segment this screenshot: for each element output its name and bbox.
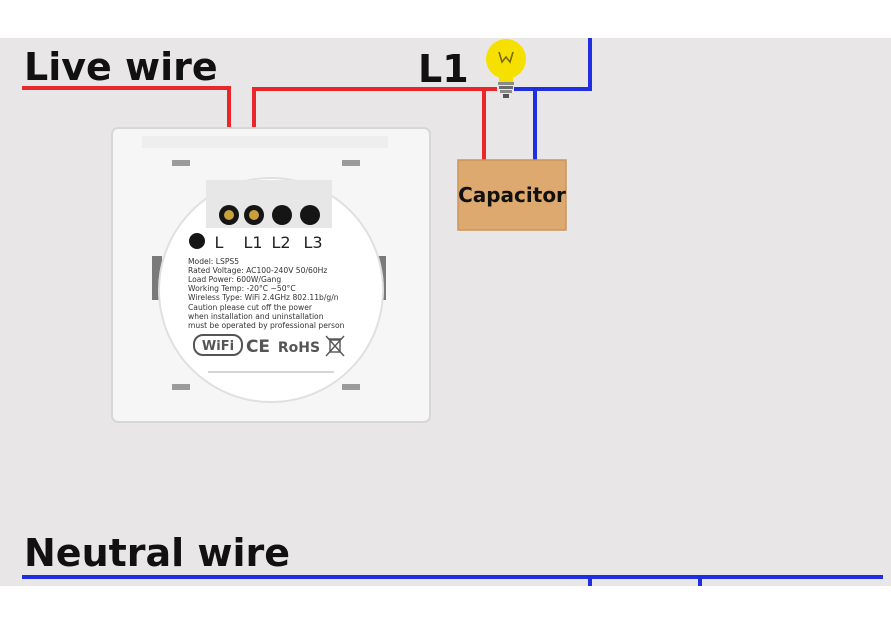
lightbulb-icon <box>486 39 526 98</box>
indicator-hole <box>189 233 205 249</box>
capacitor-box <box>457 159 567 231</box>
crossed-bin-icon <box>325 335 345 357</box>
terminal-label-l2: L2 <box>271 233 290 252</box>
neutral-wire-label: Neutral wire <box>24 531 290 575</box>
spec-line: Working Temp: -20°C ~50°C <box>188 284 296 293</box>
capacitor: Capacitor <box>457 159 567 231</box>
mount-slot <box>172 384 190 390</box>
l1-label: L1 <box>418 47 469 91</box>
switch-panel: L L1 L2 L3 Model: LSPS5 Rated Voltage: A… <box>111 127 431 423</box>
spec-line: Load Power: 600W/Gang <box>188 275 281 284</box>
terminal-label-l1: L1 <box>243 233 262 252</box>
rohs-mark-icon: RoHS <box>278 340 320 356</box>
terminal-screw-l-brass <box>224 210 234 220</box>
switch-plate-top-rim <box>142 136 388 148</box>
mount-slot <box>172 160 190 166</box>
spec-line: Caution please cut off the power <box>188 303 313 312</box>
ce-mark-icon: CE <box>246 337 270 357</box>
neutral-wires <box>22 38 883 586</box>
spec-line: Model: LSPS5 <box>188 257 239 266</box>
terminal-screw-l1-brass <box>249 210 259 220</box>
neutral-wire-to-bulb <box>514 38 592 91</box>
spec-line: Rated Voltage: AC100-240V 50/60Hz <box>188 266 327 275</box>
device-spec-text: Model: LSPS5 Rated Voltage: AC100-240V 5… <box>188 257 345 330</box>
terminal-label-l3: L3 <box>303 233 322 252</box>
mount-slot <box>342 384 360 390</box>
mount-slot <box>342 160 360 166</box>
spec-line: when installation and uninstallation <box>188 312 324 321</box>
capacitor-label: Capacitor <box>458 183 566 207</box>
module-body <box>158 177 384 403</box>
terminal-screw-l2 <box>272 205 292 225</box>
side-clip <box>152 256 162 300</box>
live-wire-label: Live wire <box>24 45 218 89</box>
spec-line: Wireless Type: WiFi 2.4GHz 802.11b/g/n <box>188 293 339 302</box>
terminal-screw-l3 <box>300 205 320 225</box>
wifi-mark-text: WiFi <box>202 339 234 354</box>
terminal-label-l: L <box>215 233 224 252</box>
wifi-icon: WiFi <box>193 334 243 356</box>
spec-line: must be operated by professional person <box>188 321 345 330</box>
